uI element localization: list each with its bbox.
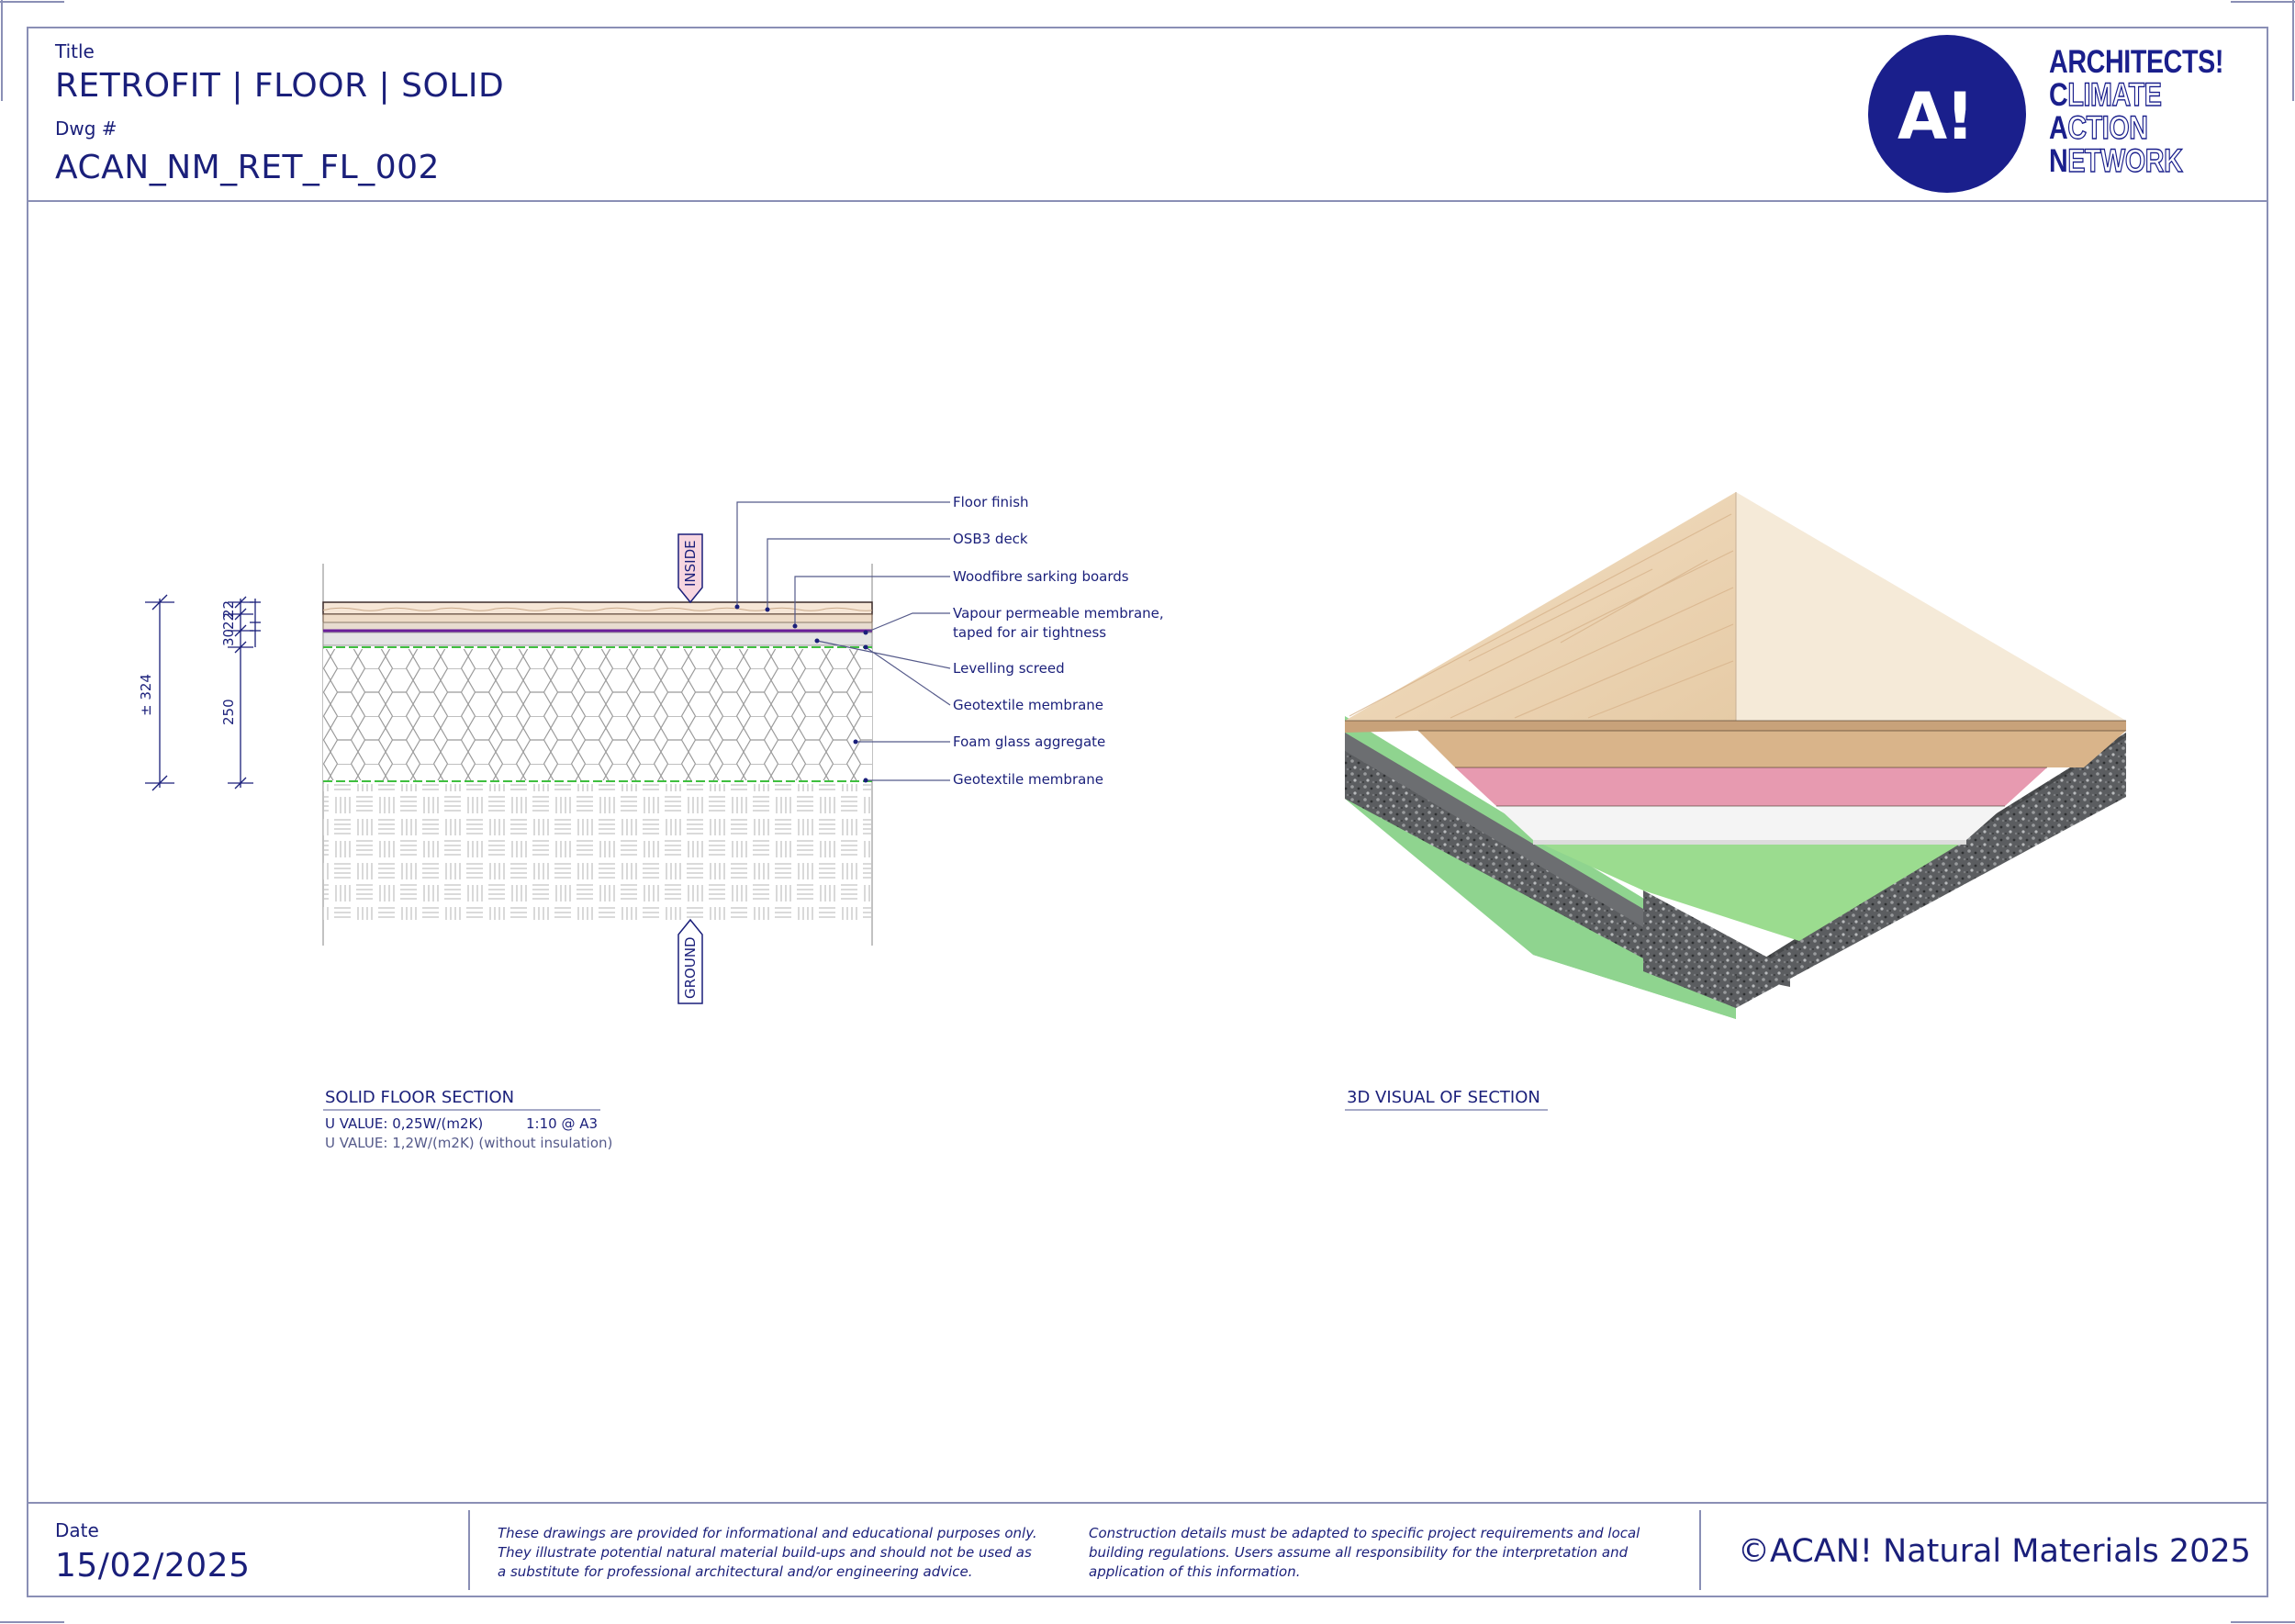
page-title: RETROFIT | FLOOR | SOLID <box>55 67 505 105</box>
dim-deck: 22 <box>220 599 237 618</box>
callout-woodfibre: Woodfibre sarking boards <box>953 568 1129 585</box>
callout-floor-finish: Floor finish <box>953 494 1029 510</box>
logo-initial-c: C <box>2049 77 2068 113</box>
u-value: U VALUE: 0,25W/(m2K) <box>325 1115 484 1132</box>
logo-mark: A! <box>1898 79 1975 154</box>
logo-word-action: CTION <box>2067 110 2149 146</box>
inside-tag-label: INSIDE <box>682 540 699 587</box>
callout-levelling-screed: Levelling screed <box>953 660 1065 677</box>
date-label: Date <box>55 1519 99 1541</box>
dwg-number: ACAN_NM_RET_FL_002 <box>55 149 440 186</box>
callout-vapour-membrane: Vapour permeable membrane, <box>953 605 1164 622</box>
date-value: 15/02/2025 <box>55 1547 251 1585</box>
dim-foam-glass: 250 <box>220 699 237 725</box>
copyright: ©ACAN! Natural Materials 2025 <box>1738 1533 2251 1570</box>
ground-tag: GROUND <box>680 936 699 1003</box>
logo-initial-n: N <box>2049 143 2068 179</box>
ground-tag-label: GROUND <box>682 936 699 999</box>
sheet-frame <box>27 27 2268 1597</box>
dim-screed: 30 <box>220 628 237 646</box>
axonometric-visual <box>1345 492 2126 1111</box>
visual-caption: 3D VISUAL OF SECTION <box>1347 1088 1540 1107</box>
title-label: Title <box>55 40 95 62</box>
section-caption: SOLID FLOOR SECTION <box>325 1088 515 1107</box>
logo-initial-a: A <box>2049 110 2068 146</box>
callout-geotextile-top: Geotextile membrane <box>953 697 1104 713</box>
logo-word-climate: LIMATE <box>2067 77 2163 113</box>
callout-vapour-membrane-2: taped for air tightness <box>953 624 1107 641</box>
disclaimer-responsibility: Construction details must be adapted to … <box>1089 1525 1640 1580</box>
callout-foam-glass: Foam glass aggregate <box>953 734 1106 750</box>
logo-circle <box>1868 35 2026 193</box>
callout-geotextile-bottom: Geotextile membrane <box>953 771 1104 788</box>
logo-line-architects: ARCHITECTS! <box>2049 44 2224 80</box>
u-value-uninsulated: U VALUE: 1,2W/(m2K) (without insulation) <box>325 1135 613 1151</box>
dwg-label: Dwg # <box>55 118 118 140</box>
floor-section-drawing <box>145 501 951 1111</box>
logo-word-network: ETWORK <box>2067 143 2184 179</box>
callout-osb3-deck: OSB3 deck <box>953 531 1028 547</box>
dim-overall: ± 324 <box>138 674 154 716</box>
logo-wordmark: ARCHITECTS! CLIMATE ACTION NETWORK <box>2049 44 2224 179</box>
disclaimer-educational: These drawings are provided for informat… <box>498 1525 1037 1580</box>
drawing-scale: 1:10 @ A3 <box>526 1115 599 1132</box>
